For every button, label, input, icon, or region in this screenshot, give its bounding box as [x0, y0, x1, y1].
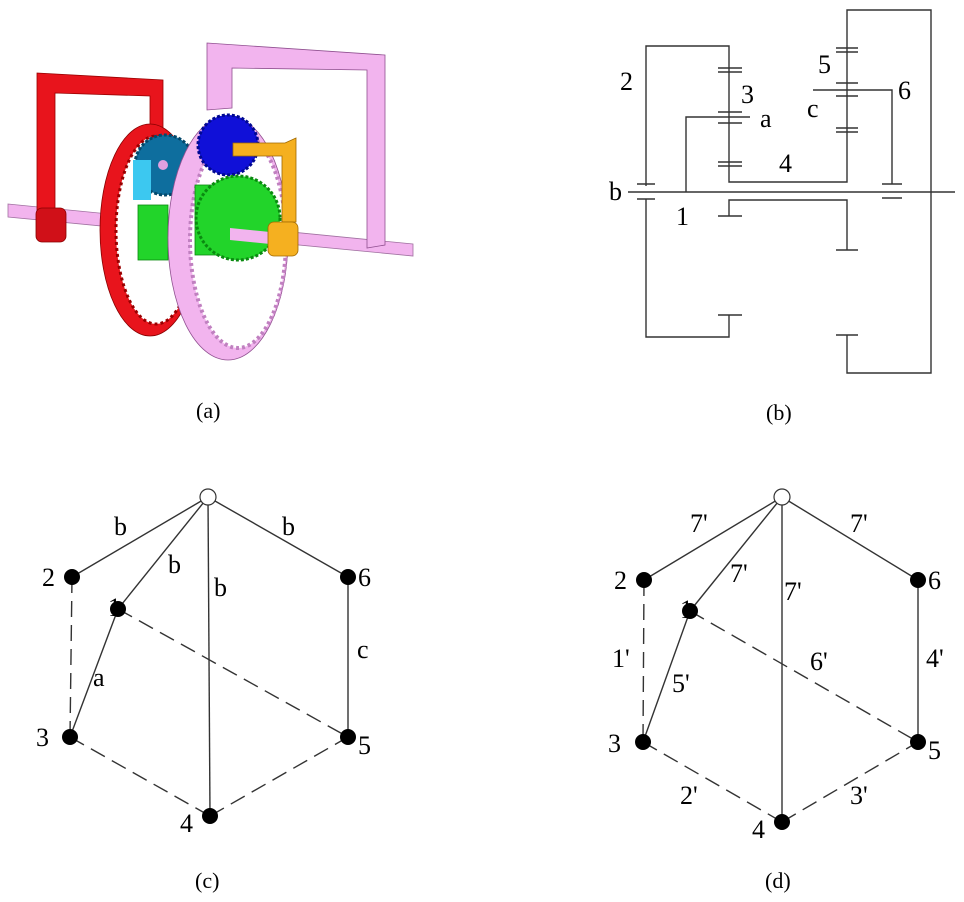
pink-carrier-frame — [206, 42, 386, 249]
red-carrier-frame — [35, 72, 164, 243]
orange-carrier-arm — [232, 137, 299, 257]
red-bearing — [35, 207, 67, 243]
caption-a: (a) — [196, 398, 220, 423]
orange-bearing — [267, 221, 299, 257]
planet-gears-left — [133, 133, 197, 261]
planet-gears-right — [194, 113, 290, 262]
